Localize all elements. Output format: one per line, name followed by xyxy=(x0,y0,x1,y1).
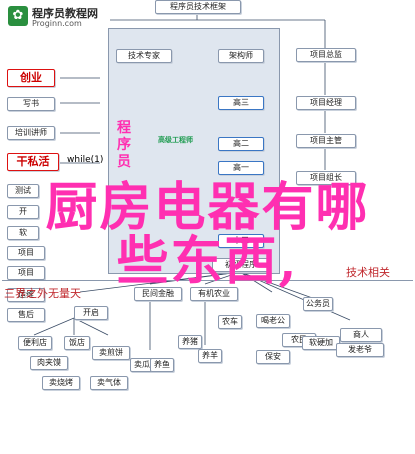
tree-mid1: 民间金融 xyxy=(134,287,182,301)
tree-mid2: 有机农业 xyxy=(190,287,238,301)
tree-leaf-c: 肉夹馍 xyxy=(30,356,68,370)
left-item-1: 写书 xyxy=(7,97,55,111)
side-vertical-label: 程序员 xyxy=(117,120,131,170)
tree-leaf-g: 卖气体 xyxy=(90,376,128,390)
left-item-6: 软 xyxy=(7,226,39,240)
left-item-5: 开 xyxy=(7,205,39,219)
overlay-title-line2: 些东西, xyxy=(116,231,299,292)
tree-leaf-b: 饭店 xyxy=(64,336,90,350)
right-item-2: 项目主管 xyxy=(296,134,356,148)
overlay-title-line1: 厨房电器有哪 xyxy=(45,177,370,238)
tree-root: 开启 xyxy=(74,306,108,320)
section-label-right: 技术相关 xyxy=(346,266,390,279)
right-item-3: 项目组长 xyxy=(296,171,356,185)
logo-icon: ✿ xyxy=(8,6,28,26)
central-panel xyxy=(108,28,280,274)
logo-name: 程序员教程网 xyxy=(32,7,98,20)
tree-leaf-a: 便利店 xyxy=(18,336,52,350)
left-item-0: 创业 xyxy=(7,69,55,87)
tree-leaf-j: 养羊 xyxy=(198,349,222,363)
tree-leaf-w: 商人 xyxy=(340,328,382,342)
right-item-0: 项目总监 xyxy=(296,48,356,62)
tree-leaf-h: 养鱼 xyxy=(150,358,174,372)
tree-leaf-y: 发老爷 xyxy=(336,343,384,357)
left-item-4: 测试 xyxy=(7,184,39,198)
tree-leaf-f: 卖烧烤 xyxy=(42,376,80,390)
box-junior: 初级程序 xyxy=(212,258,270,272)
section-label-left: 三界之外无量天 xyxy=(4,287,81,300)
left-item-10: 售后 xyxy=(7,308,45,322)
while-label: while(1) xyxy=(67,155,104,165)
green-label: 高级工程师 xyxy=(158,136,193,144)
section-divider xyxy=(2,280,413,281)
left-item-7: 项目 xyxy=(7,246,45,260)
logo-url: Proginn.com xyxy=(32,19,82,28)
box-senior3: 高三 xyxy=(218,96,264,110)
left-item-9: 运维 xyxy=(7,288,45,302)
left-item-8: 项目 xyxy=(7,266,45,280)
left-item-3: 干私活 xyxy=(7,153,59,171)
tree-leaf-n: 软硬加 xyxy=(302,336,340,350)
tree-mid3: 公务员 xyxy=(303,297,333,311)
box-middle3: 中三 xyxy=(218,234,264,248)
box-senior1: 高一 xyxy=(218,161,264,175)
tree-leaf-d: 卖煎饼 xyxy=(92,346,130,360)
right-item-1: 项目经理 xyxy=(296,96,356,110)
top-box: 程序员技术框架 xyxy=(155,0,241,14)
tree-leaf-l: 喝老公 xyxy=(256,314,290,328)
tree-leaf-k: 农车 xyxy=(218,315,242,329)
tree-leaf-i: 养猪 xyxy=(178,335,202,349)
box-senior2: 高二 xyxy=(218,137,264,151)
tree-leaf-o: 保安 xyxy=(256,350,290,364)
box-architect: 架构师 xyxy=(218,49,264,63)
box-tech-expert: 技术专家 xyxy=(116,49,172,63)
left-item-2: 培训讲师 xyxy=(7,126,55,140)
